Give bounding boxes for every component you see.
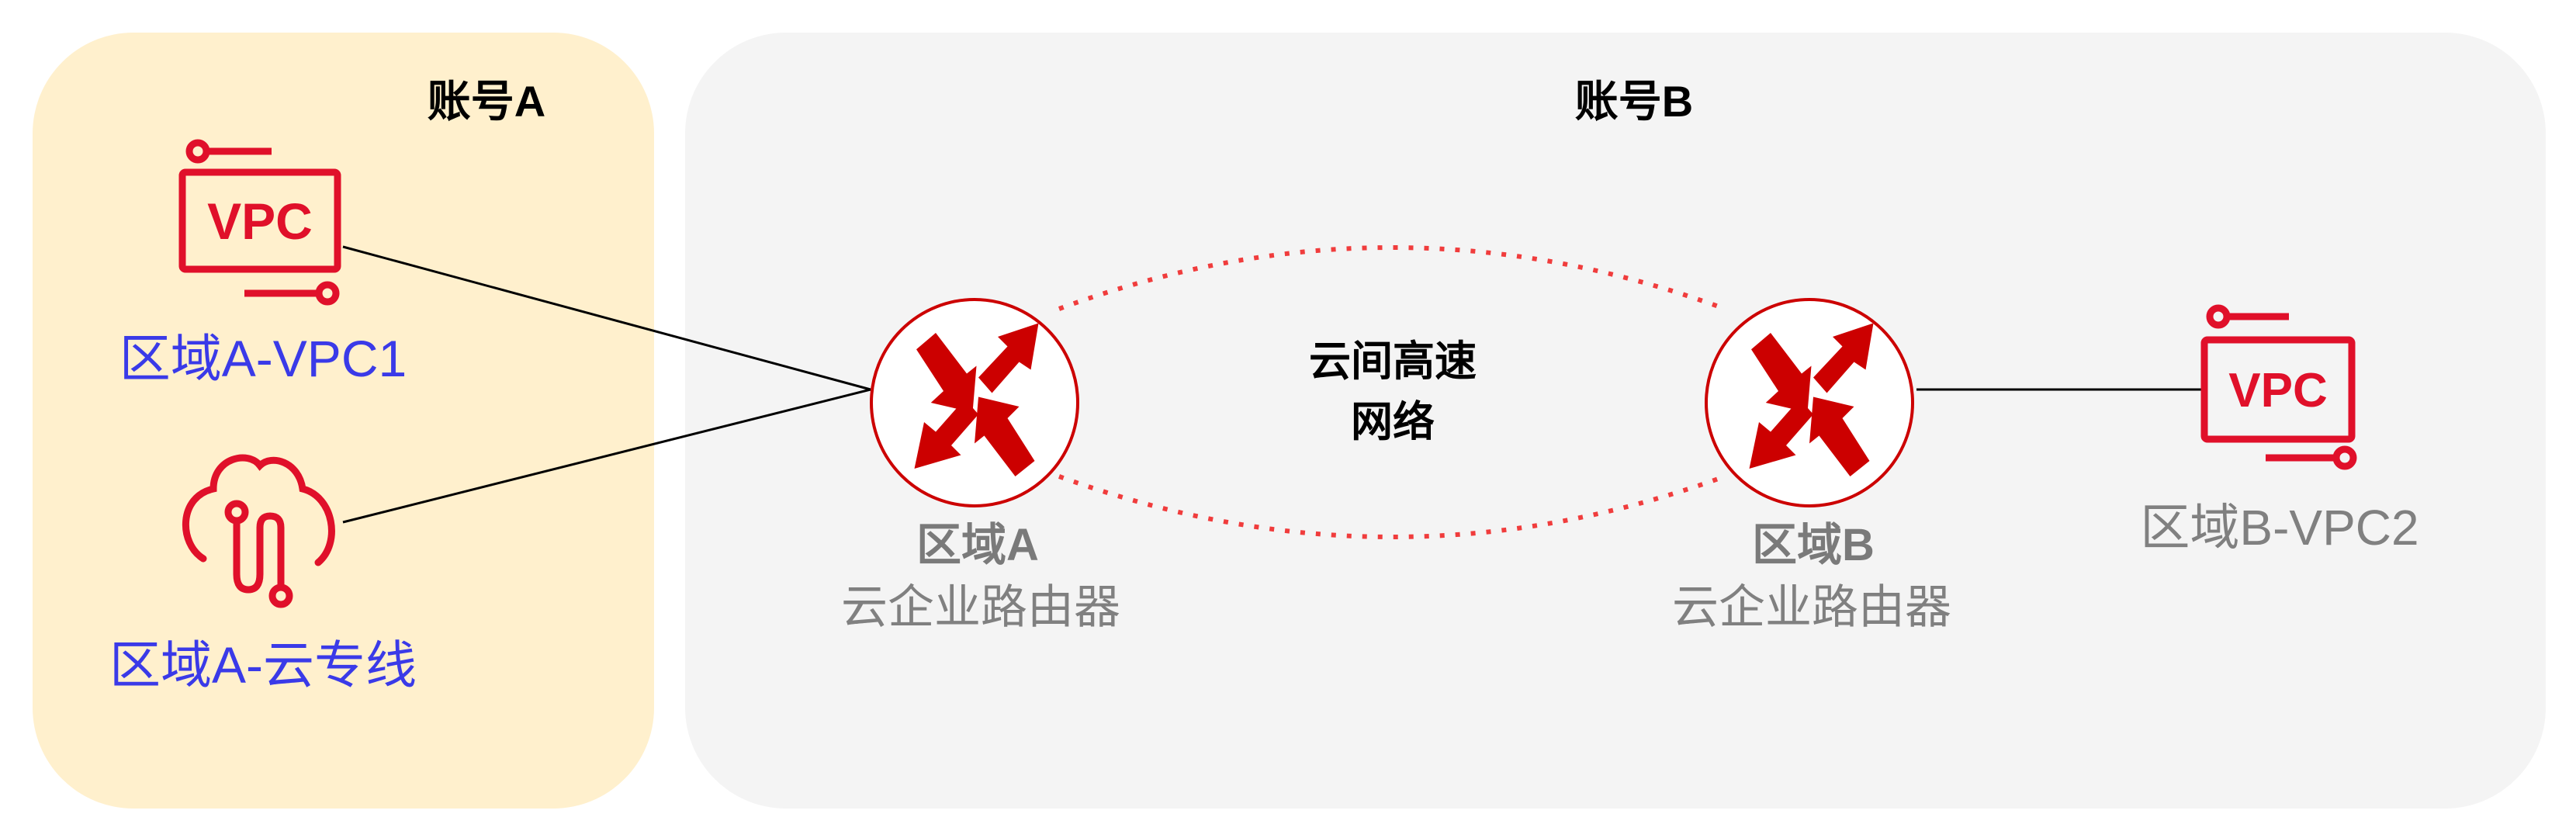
vpc2-icon-text: VPC [2228,364,2327,417]
vpc1-icon [178,139,341,306]
vpc1-icon-text: VPC [207,192,313,250]
vpc2-label: 区域B-VPC2 [2140,500,2419,556]
router-b-icon [1705,298,1914,507]
router-b-label: 云企业路由器 [1672,581,1951,633]
vpc1-label: 区域A-VPC1 [119,330,407,387]
router-b-region: 区域B [1752,520,1875,570]
link-direct-connect-router-a [342,388,871,524]
account-a-panel [33,33,654,809]
router-a-label: 云企业路由器 [841,581,1120,633]
account-a-title: 账号A [427,77,546,126]
link-vpc1-router-a [342,245,871,391]
vpc2-icon [2200,304,2357,470]
cloud-connect-label-line1: 云间高速 [1309,338,1477,385]
router-a-region: 区域A [916,520,1039,570]
account-b-title: 账号B [1574,77,1694,126]
router-a-icon [870,298,1079,507]
cloud-direct-connect-icon [182,454,335,608]
direct-connect-label: 区域A-云专线 [109,636,417,694]
cloud-connect-arc-bottom [1058,474,1726,539]
cloud-connect-label-line2: 网络 [1351,399,1435,445]
cloud-connect-arc-top [1058,245,1726,311]
